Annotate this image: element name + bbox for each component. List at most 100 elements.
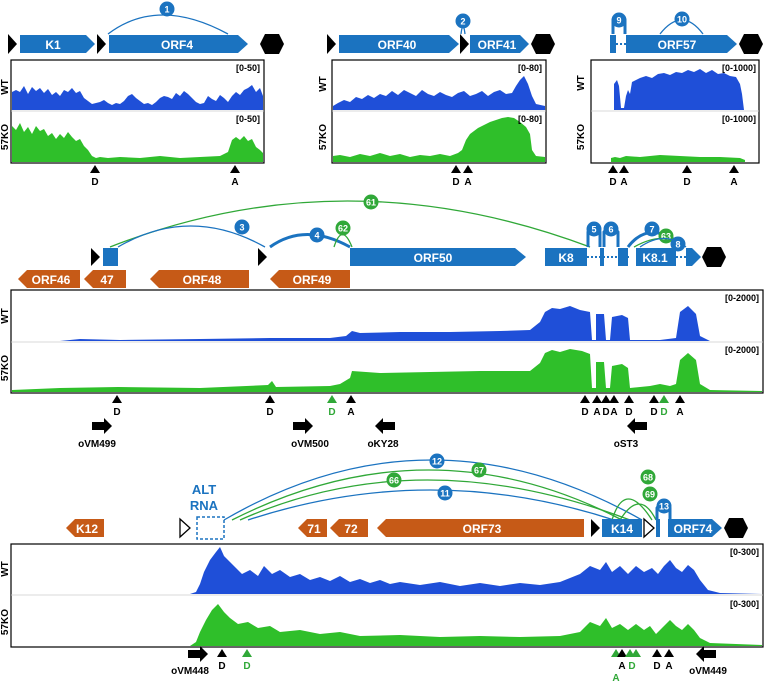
- primer-label: oVM499: [78, 439, 116, 450]
- gene-label-orf46: ORF46: [32, 273, 71, 287]
- site-arrow-green: [242, 649, 252, 657]
- range-label-wt: [0-50]: [236, 63, 260, 73]
- exon-orf57: [610, 35, 616, 53]
- coverage-wt: [12, 306, 762, 341]
- junction-badge-63: [658, 228, 674, 244]
- site-label-acceptor: A: [676, 407, 683, 418]
- coverage-frame: [590, 59, 760, 164]
- exon-k8: [600, 248, 604, 266]
- site-label-donor: D: [266, 407, 273, 418]
- range-label-wt: [0-1000]: [722, 63, 756, 73]
- coverage-wt: [12, 547, 762, 594]
- site-arrow: [112, 395, 122, 403]
- site-arrow: [451, 165, 461, 173]
- junction-number: 62: [338, 224, 348, 234]
- promoter-marker: [91, 248, 100, 266]
- gene-orf41: [470, 35, 529, 53]
- junction-badge-69: [642, 486, 658, 502]
- panel-k1-orf4: 1 K1 ORF4 [0-50] [0-50] WT 57KO D A: [0, 1, 284, 188]
- site-label-donor: D: [218, 661, 225, 672]
- junction-badge-68: [640, 469, 656, 485]
- junction-number: 2: [460, 17, 465, 27]
- gene-k14: [602, 519, 642, 537]
- site-label-donor: D: [113, 407, 120, 418]
- alt-rna-label: RNA: [190, 498, 219, 513]
- junction-badge-11: [437, 485, 453, 501]
- gene-orf50: [350, 248, 526, 266]
- site-label-acceptor: A: [347, 407, 354, 418]
- junction-badge-7: [644, 221, 660, 237]
- junction-arc-66: [239, 479, 631, 521]
- panel-orf57: 9 10 ORF57 [0-1000] [0-1000] WT 57KO D A…: [576, 11, 763, 188]
- range-label-wt: [0-80]: [518, 63, 542, 73]
- junction-number: 11: [440, 489, 450, 499]
- gene-47: [84, 270, 126, 288]
- junction-badge-13: [656, 498, 672, 514]
- junction-number: 69: [645, 490, 655, 500]
- promoter-marker: [8, 34, 17, 54]
- site-label-acceptor: A: [593, 407, 600, 418]
- junction-number: 67: [474, 466, 484, 476]
- junction-number: 7: [649, 225, 654, 235]
- gene-label-orf57: ORF57: [658, 38, 697, 52]
- site-label-donor: D: [625, 407, 632, 418]
- promoter-marker: [591, 519, 600, 537]
- gene-orf73: [377, 519, 584, 537]
- primer-label: oVM448: [171, 666, 209, 677]
- site-arrow-green: [659, 395, 669, 403]
- junction-arc-4: [269, 233, 351, 249]
- primer-label: oVM500: [291, 439, 329, 450]
- track-label-wt: WT: [0, 308, 11, 324]
- primer-arrow-reverse: [375, 418, 395, 434]
- exon-k8: [618, 248, 628, 266]
- range-label-wt: [0-300]: [730, 547, 759, 557]
- coverage-ko: [611, 155, 745, 162]
- junction-number: 12: [432, 457, 442, 467]
- primer-arrow-reverse: [627, 418, 647, 434]
- junction-number: 66: [389, 476, 399, 486]
- alt-rna-label: ALT: [192, 482, 216, 497]
- terminator-hexagon: [531, 34, 555, 54]
- gene-k8: [545, 248, 587, 266]
- site-arrow: [664, 649, 674, 657]
- site-arrow: [608, 165, 618, 173]
- junction-arc-3: [117, 225, 266, 248]
- junction-badge-67: [471, 462, 487, 478]
- junction-arc-11: [247, 489, 615, 521]
- range-label-ko: [0-2000]: [725, 345, 759, 355]
- site-arrow: [592, 395, 602, 403]
- coverage-wt: [12, 85, 263, 110]
- gene-label-k12: K12: [76, 522, 98, 536]
- site-label-donor: D: [602, 407, 609, 418]
- junction-badge-62: [335, 220, 351, 236]
- track-label-ko: 57KO: [0, 609, 11, 635]
- range-label-ko: [0-1000]: [722, 114, 756, 124]
- gene-k81-exon: [686, 248, 701, 266]
- junction-badge-61: [363, 194, 379, 210]
- gene-label-k1: K1: [45, 38, 61, 52]
- site-arrow: [580, 395, 590, 403]
- panel-orf50-k8: 61 3 4 62 5 6 7 63 8 ORF50 K8: [0, 194, 764, 450]
- junction-badge-66: [386, 472, 402, 488]
- track-label-wt: WT: [318, 76, 329, 92]
- primer-arrow-forward: [92, 418, 112, 434]
- site-label-donor: D: [91, 177, 98, 188]
- gene-orf74: [668, 519, 722, 537]
- primer-label: oST3: [614, 439, 639, 450]
- junction-number: 4: [314, 231, 319, 241]
- junction-number: 63: [661, 232, 671, 242]
- track-label-wt: WT: [0, 79, 11, 95]
- promoter-marker: [460, 34, 469, 54]
- site-arrow: [624, 395, 634, 403]
- site-arrow: [346, 395, 356, 403]
- promoter-marker-open: [643, 517, 655, 539]
- junction-number: 10: [677, 15, 687, 25]
- junction-number: 8: [675, 240, 680, 250]
- site-label-acceptor: A: [730, 177, 737, 188]
- junction-arc-67: [231, 469, 623, 521]
- exon-orf74: [656, 519, 660, 537]
- site-arrow: [90, 165, 100, 173]
- junction-number: 61: [366, 198, 376, 208]
- junction-badge-5: [586, 221, 602, 237]
